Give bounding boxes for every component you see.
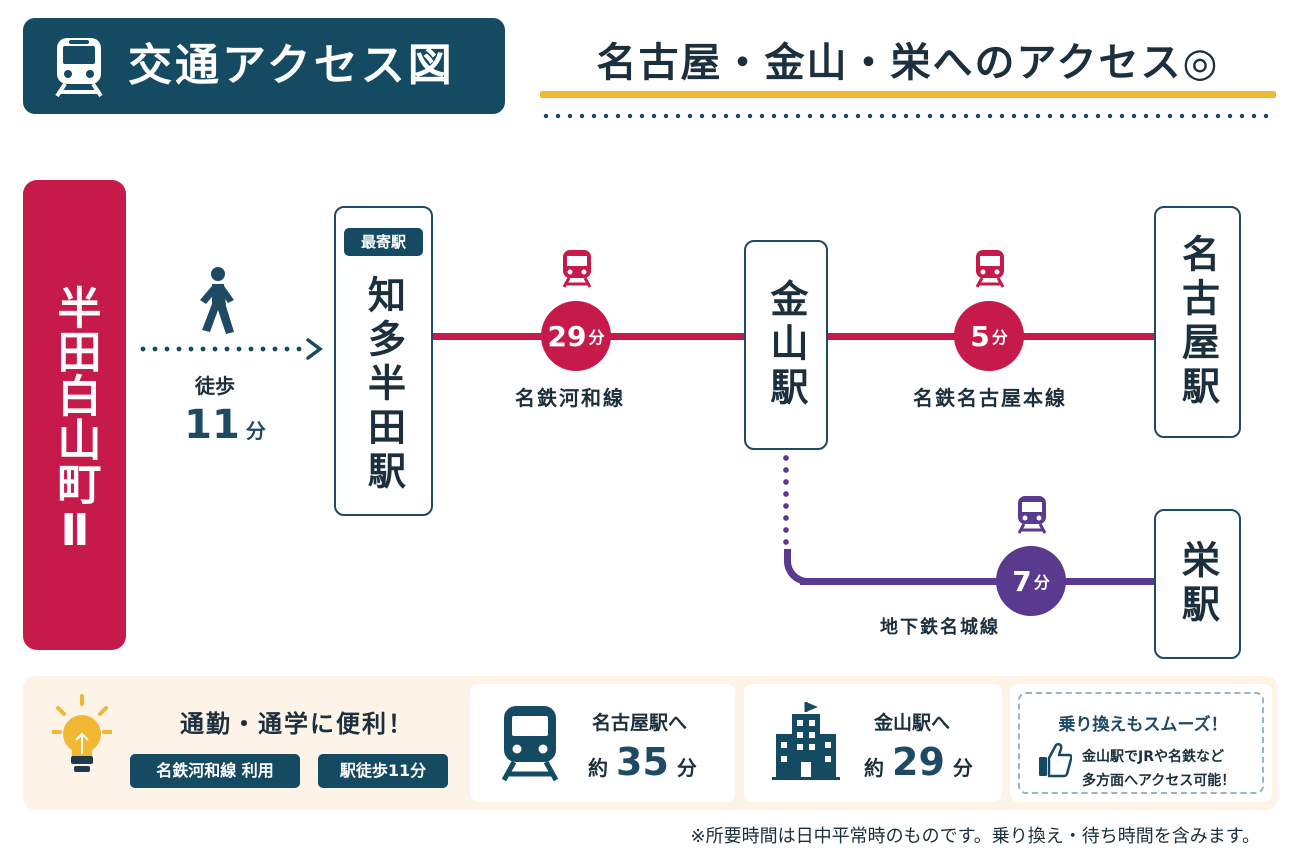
page-subtitle: 名古屋・金山・栄へのアクセス◎ <box>596 40 1220 86</box>
origin-name: 半田白山町Ⅱ <box>49 284 101 556</box>
dotted-divider <box>540 113 1276 119</box>
transfer-text: 金山駅でJRや名鉄など <box>1082 749 1224 765</box>
footnote: ※所要時間は日中平常時のものです。乗り換え・待ち時間を含みます。 <box>690 826 1260 847</box>
benefit-tag: 駅徒歩11分 <box>318 754 448 788</box>
time-card-nagoya: 名古屋駅へ 約 35 分 <box>470 684 735 802</box>
origin-property: 半田白山町Ⅱ <box>23 180 126 650</box>
walk-path-dots <box>137 346 307 352</box>
station-nagoya: 名古屋駅 <box>1154 206 1241 438</box>
arrow-right-icon <box>306 338 323 360</box>
travel-time-unit: 分 <box>991 328 1008 347</box>
benefit-title: 通勤・通学に便利！ <box>180 710 414 738</box>
card-time-prefix: 約 <box>864 756 884 780</box>
travel-time-value: 7 <box>1012 564 1032 598</box>
transfer-card-border: 乗り換えもスムーズ！ 金山駅でJRや名鉄など 多方面へアクセス可能！ <box>1018 692 1264 794</box>
station-sakae: 栄駅 <box>1154 509 1241 659</box>
travel-time-value: 5 <box>970 319 990 353</box>
subway-icon <box>1017 496 1047 534</box>
card-time: 約 29 分 <box>864 740 973 784</box>
station-kanayama: 金山駅 <box>744 240 828 450</box>
station-name: 金山駅 <box>764 279 808 411</box>
travel-time-unit: 分 <box>1033 573 1050 592</box>
card-time-prefix: 約 <box>588 756 608 780</box>
station-name: 栄駅 <box>1175 540 1220 628</box>
card-time-unit: 分 <box>952 756 973 780</box>
station-name: 名古屋駅 <box>1175 234 1220 410</box>
walk-time-value: 11 <box>184 402 240 448</box>
route-line-meijo <box>800 578 1154 585</box>
walking-person-icon <box>200 267 234 334</box>
benefit-tag: 名鉄河和線 利用 <box>130 754 300 788</box>
walk-time-unit: 分 <box>245 419 266 443</box>
card-label: 金山駅へ <box>874 712 951 734</box>
transfer-dots <box>782 452 790 552</box>
line-name-label: 地下鉄名城線 <box>880 617 1000 638</box>
time-card-kanayama: 金山駅へ 約 29 分 <box>744 684 1002 802</box>
train-front-icon <box>55 38 103 98</box>
station-chita-handa: 知多半田駅 <box>334 206 433 516</box>
card-time-value: 35 <box>616 740 669 784</box>
card-time-value: 29 <box>892 740 945 784</box>
lightbulb-icon <box>52 694 112 772</box>
train-icon <box>562 250 592 288</box>
transfer-card: 乗り換えもスムーズ！ 金山駅でJRや名鉄など 多方面へアクセス可能！ <box>1010 684 1272 802</box>
nearest-station-badge: 最寄駅 <box>344 228 423 256</box>
card-time: 約 35 分 <box>588 740 697 784</box>
walk-label: 徒歩 <box>195 374 235 398</box>
card-time-unit: 分 <box>676 756 697 780</box>
transfer-title: 乗り換えもスムーズ！ <box>1058 715 1228 735</box>
train-icon <box>975 250 1005 288</box>
thumbs-up-icon <box>1039 742 1072 778</box>
travel-time-unit: 分 <box>588 328 605 347</box>
page-title: 交通アクセス図 <box>128 40 455 91</box>
subtitle-underline <box>540 91 1276 98</box>
title-banner: 交通アクセス図 <box>23 18 505 114</box>
train-front-icon <box>501 706 559 782</box>
line-name-label: 名鉄河和線 <box>515 386 625 410</box>
travel-time-value: 29 <box>547 319 587 353</box>
building-icon <box>772 702 840 780</box>
transfer-text: 多方面へアクセス可能！ <box>1082 773 1236 789</box>
line-name-label: 名鉄名古屋本線 <box>913 386 1067 410</box>
station-name: 知多半田駅 <box>361 275 406 495</box>
card-label: 名古屋駅へ <box>592 712 688 734</box>
